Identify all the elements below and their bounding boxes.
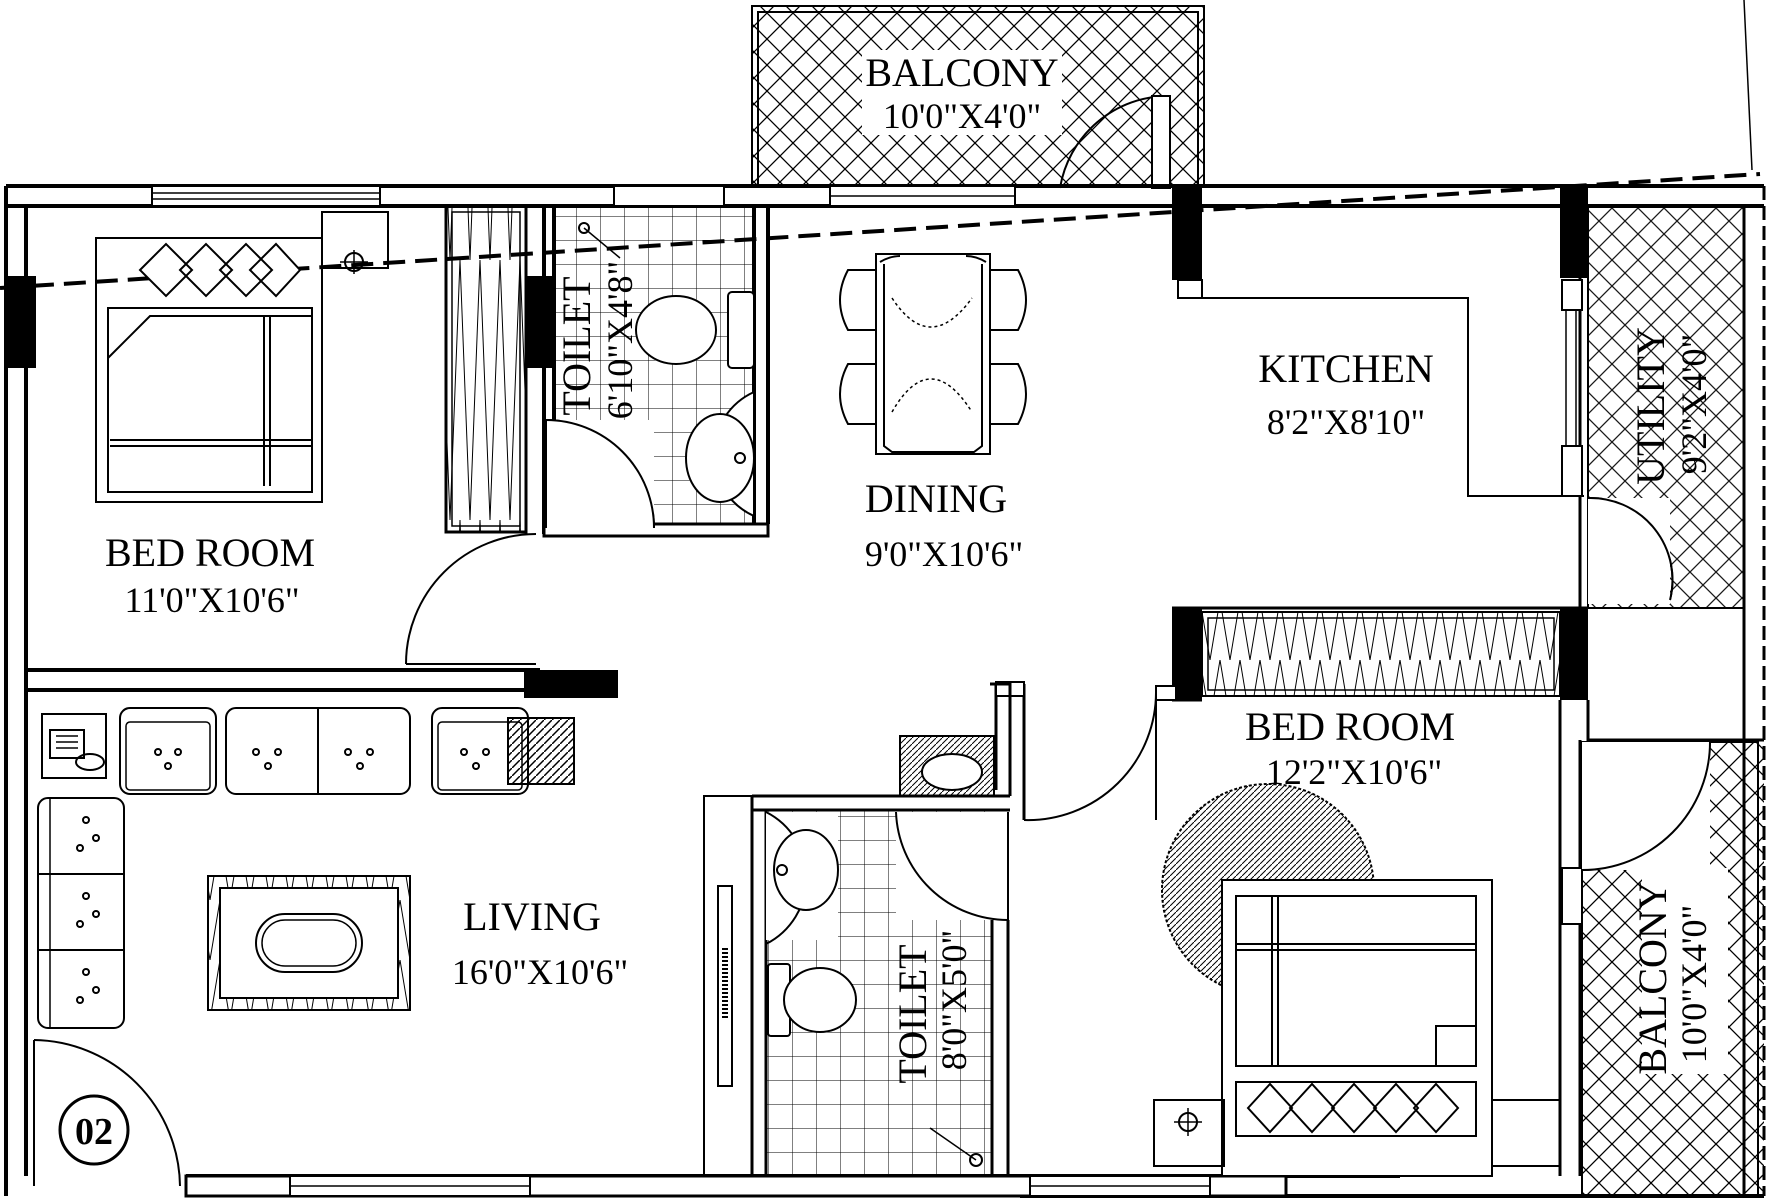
balcony-right-area: [1581, 741, 1764, 1197]
sofa-left: [37, 797, 125, 1029]
bed-left: [95, 237, 323, 503]
living-name: LIVING: [463, 894, 601, 939]
bedroom-right-dim: 12'2"X10'6": [1266, 752, 1442, 792]
balcony-right-dim: 10'0"X4'0": [1674, 905, 1714, 1063]
utility-name: UTILITY: [1628, 327, 1673, 485]
bedroom-right-area: [1023, 606, 1764, 1177]
reference-arrow: [1743, 0, 1753, 171]
sofa-top: [119, 707, 529, 795]
balcony-top-name: BALCONY: [865, 50, 1058, 95]
coffee-table: [207, 875, 411, 1011]
living-dim: 16'0"X10'6": [452, 952, 628, 992]
toilet-bottom-name: TOILET: [890, 944, 935, 1083]
dining-dim: 9'0"X10'6": [865, 534, 1023, 574]
toilet-bottom-area: [750, 681, 1026, 1176]
toilet-bottom-dim: 8'0"X5'0": [934, 930, 974, 1070]
kitchen-name: KITCHEN: [1258, 346, 1434, 391]
bedroom-left-area: [26, 204, 540, 692]
toilet-top-dim: 6'10"X4'8": [600, 261, 640, 419]
toilet-top-area: [542, 206, 770, 538]
balcony-top: [751, 5, 1205, 189]
toilet-top-name: TOILET: [554, 276, 599, 415]
utility-dim: 9'2"X4'0": [1674, 334, 1714, 474]
room-labels: BALCONY 10'0"X4'0" BED ROOM 11'0"X10'6" …: [105, 50, 1714, 1084]
dining-table: [839, 253, 1027, 455]
dining-name: DINING: [865, 476, 1007, 521]
balcony-right-name: BALCONY: [1630, 881, 1675, 1074]
kitchen-area: [1202, 206, 1584, 608]
bed-right: [1221, 879, 1493, 1177]
telephone-icon: [41, 713, 107, 779]
balcony-top-dim: 10'0"X4'0": [883, 96, 1041, 136]
utility-area: [1587, 205, 1745, 609]
bedroom-left-dim: 11'0"X10'6": [124, 580, 299, 620]
bedroom-right-name: BED ROOM: [1245, 704, 1455, 749]
unit-number: 02: [75, 1111, 113, 1153]
living-area: [33, 707, 753, 1187]
bedroom-left-name: BED ROOM: [105, 530, 315, 575]
kitchen-dim: 8'2"X8'10": [1267, 402, 1425, 442]
unit-number-badge: 02: [58, 1094, 130, 1166]
